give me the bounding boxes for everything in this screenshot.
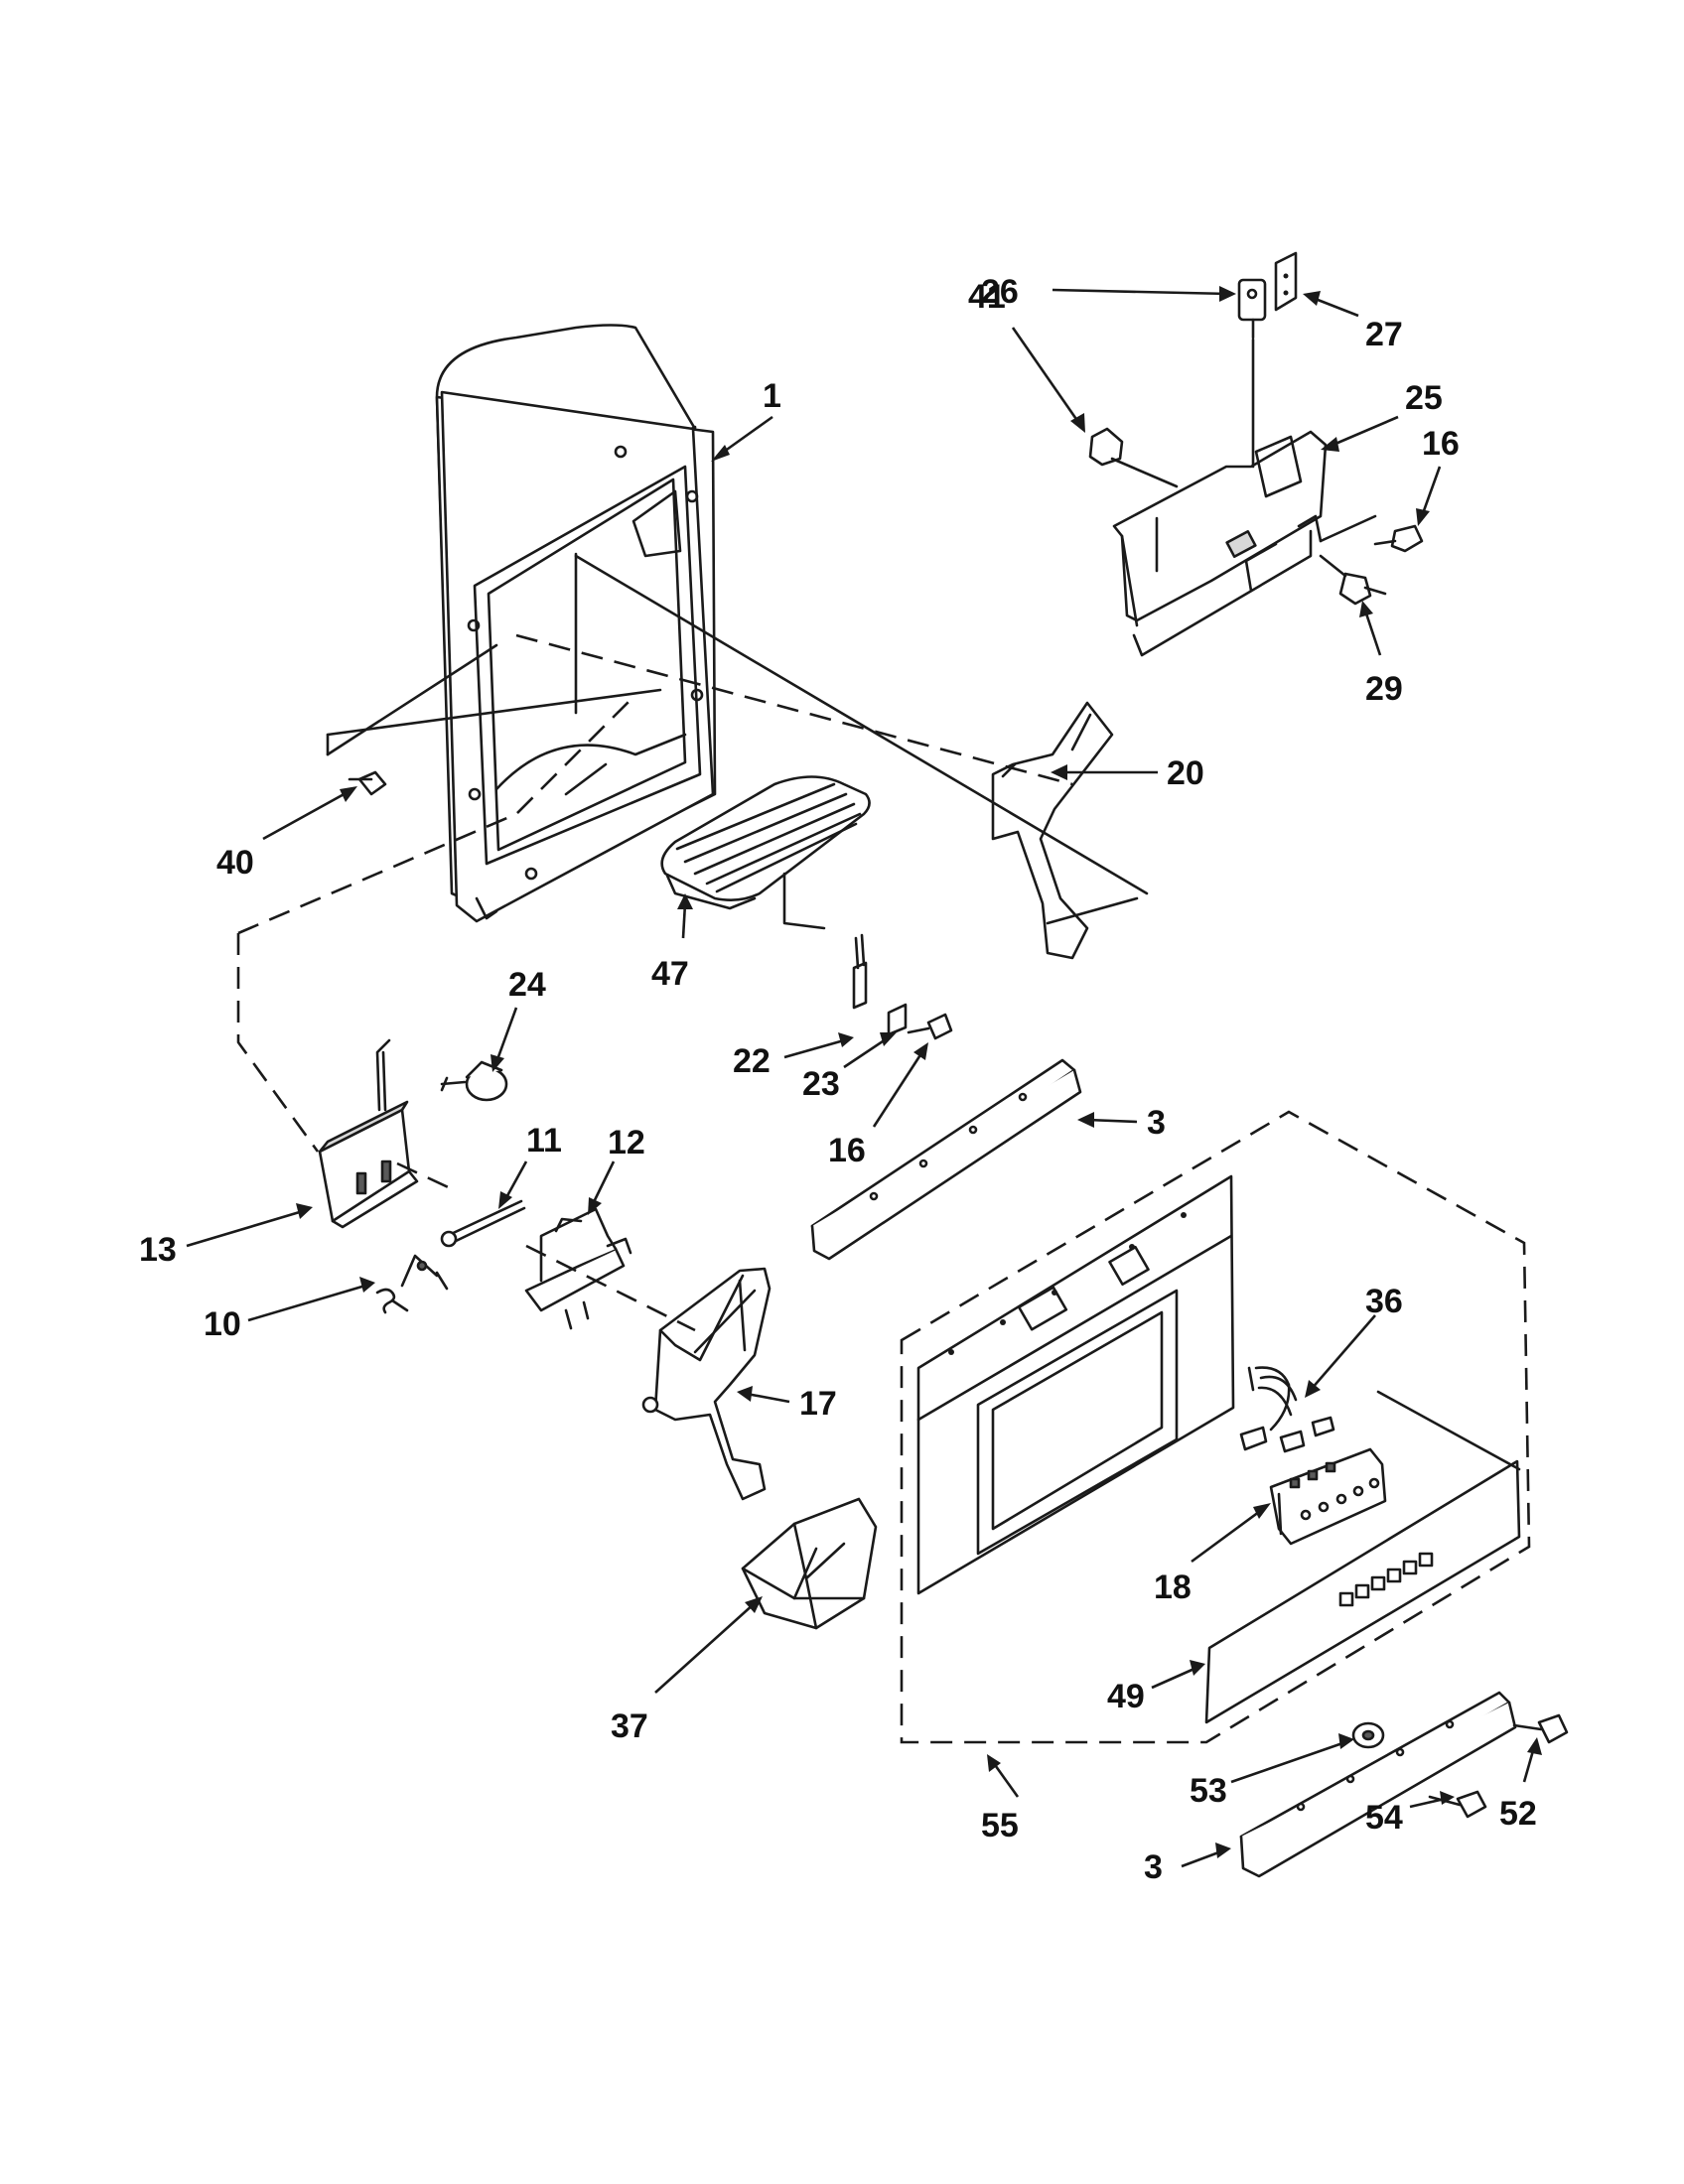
part-label-55: 55 [981,1807,1019,1844]
control-overlay [1204,1459,1521,1724]
control-board [1269,1447,1387,1546]
actuator-switch [852,933,868,1010]
part-label-20: 20 [1167,754,1204,792]
screw-16-top [1373,524,1424,553]
part-label-26: 26 [981,273,1019,311]
part-label-54: 54 [1365,1799,1403,1837]
part-label-16: 16 [1422,425,1460,463]
dispenser-front-panel [916,1174,1235,1595]
spring [375,1254,449,1314]
part-label-27: 27 [1365,316,1403,353]
part-label-22: 22 [733,1042,771,1080]
leader-lines [186,286,1542,1868]
grommet [1351,1721,1385,1749]
part-label-52: 52 [1499,1795,1537,1833]
bushing [1338,572,1387,606]
part-label-18: 18 [1154,1569,1192,1606]
micro-switch [1237,278,1267,340]
part-label-41: 41 [968,278,1006,316]
dispenser-housing [435,324,717,923]
part-label-23: 23 [802,1065,840,1103]
part-label-3: 3 [1147,1104,1166,1142]
part-label-16: 16 [828,1132,866,1169]
ice-dispenser-arm [641,1267,772,1501]
pivot-pin [440,1199,526,1248]
screw-16-middle [907,1013,953,1040]
screw-40 [348,770,387,796]
part-label-49: 49 [1107,1678,1145,1715]
ice-chute [741,1497,878,1630]
lever-bracket-assembly [1112,430,1328,657]
solenoid [318,1038,419,1229]
mounting-rail-top [810,1058,1082,1261]
part-label-47: 47 [651,955,689,993]
dispenser-front-assembly [900,1110,1531,1744]
mounting-rail-bottom [1239,1691,1517,1878]
part-label-25: 25 [1405,379,1443,417]
switch-insulator [1274,251,1298,312]
part-label-24: 24 [508,966,546,1004]
part-label-36: 36 [1365,1283,1403,1320]
water-dispenser-arm [991,701,1114,960]
part-label-11: 11 [526,1122,562,1160]
part-label-12: 12 [608,1124,645,1161]
drip-tray-grille [660,775,871,930]
actuator-bracket [524,1207,632,1330]
part-label-10: 10 [204,1305,241,1343]
part-label-3: 3 [1144,1848,1163,1886]
switch-insulator-small [887,1003,908,1036]
assembly-guide-lines [236,338,1521,1471]
part-label-53: 53 [1190,1772,1227,1810]
wire-harness [1239,1366,1335,1453]
screw-52 [1512,1713,1569,1744]
part-labels: 1 3 3 10 11 12 13 16 16 17 18 20 22 23 2… [139,273,1537,1886]
part-label-37: 37 [611,1707,648,1745]
part-label-29: 29 [1365,670,1403,708]
plunger [440,1060,508,1102]
bumper [1088,427,1124,467]
part-label-17: 17 [799,1385,837,1423]
part-label-1: 1 [763,377,781,415]
screw-54 [1428,1790,1487,1819]
part-label-40: 40 [216,844,254,882]
part-label-13: 13 [139,1231,177,1269]
